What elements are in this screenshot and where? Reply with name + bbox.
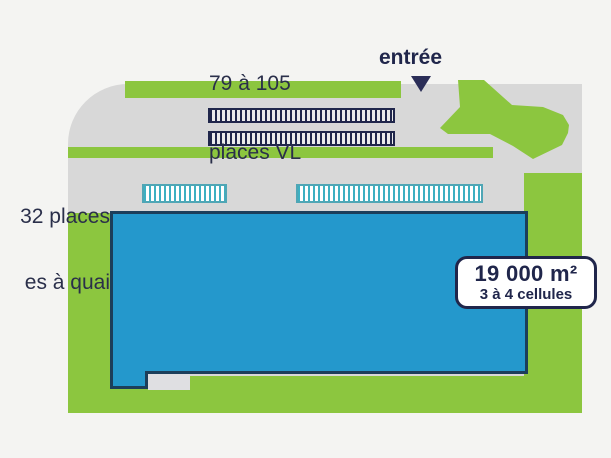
landscape-island bbox=[440, 80, 569, 159]
badge-area-value: 19 000 m² bbox=[474, 261, 578, 286]
dock-capacity-label: 32 places es à quai bbox=[0, 162, 110, 338]
badge-cells-value: 3 à 4 cellules bbox=[479, 286, 573, 303]
building-step bbox=[110, 371, 148, 389]
dock-capacity-line1: 32 places bbox=[20, 205, 110, 228]
parking-capacity-label: 79 à 105 places VL bbox=[209, 26, 301, 210]
dock-strip-right bbox=[296, 184, 483, 203]
parking-capacity-line2: places VL bbox=[209, 141, 302, 164]
landscape-strip-top bbox=[125, 81, 401, 98]
area-badge: 19 000 m² 3 à 4 cellules bbox=[455, 256, 597, 309]
landscape-strip-middle bbox=[68, 147, 493, 158]
dock-capacity-line2: es à quai bbox=[24, 271, 110, 294]
parking-row-vl-1 bbox=[208, 108, 395, 123]
gatehouse-annex bbox=[148, 374, 190, 390]
entrance-arrow-icon bbox=[411, 76, 431, 92]
dock-strip-left bbox=[142, 184, 227, 203]
entrance-label: entrée bbox=[379, 46, 443, 69]
parking-row-vl-2 bbox=[208, 131, 395, 146]
parking-capacity-line1: 79 à 105 bbox=[209, 72, 291, 95]
